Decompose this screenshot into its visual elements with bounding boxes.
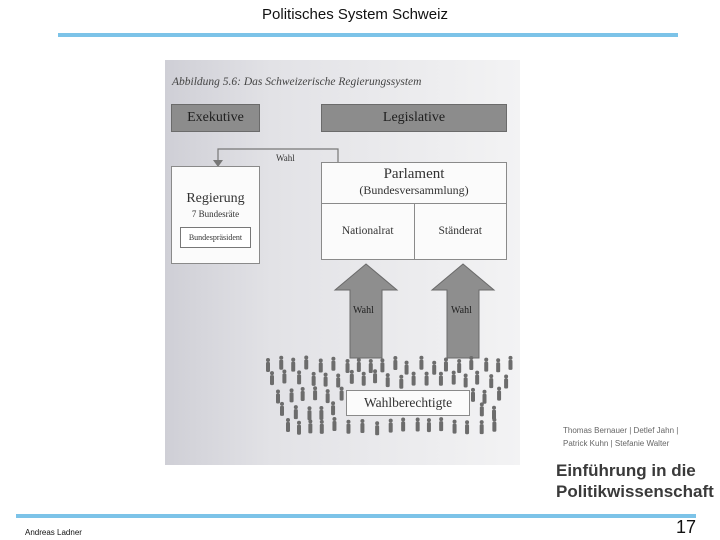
wahl-top-label: Wahl: [276, 153, 295, 163]
voter-figure: [393, 356, 397, 370]
voter-figure: [439, 372, 443, 386]
voter-figure: [320, 420, 324, 434]
regierung-box: Regierung 7 Bundesräte Bundespräsident: [171, 166, 260, 264]
voter-figure: [375, 421, 379, 435]
voter-figure: [405, 361, 409, 375]
voter-figure: [439, 417, 443, 431]
voter-figure: [331, 357, 335, 371]
voter-figure: [346, 359, 350, 373]
voter-figure: [452, 371, 456, 385]
voter-figure: [369, 359, 373, 373]
bundespraesident-box: Bundespräsident: [180, 227, 251, 248]
voter-figure: [307, 406, 311, 420]
book-title: Einführung in die Politikwissenschaft: [556, 460, 714, 502]
voter-figure: [304, 355, 308, 369]
voter-figure: [319, 359, 323, 373]
voter-figure: [313, 386, 317, 400]
voter-figure: [270, 371, 274, 385]
book-authors-line1: Thomas Bernauer | Detlef Jahn |: [563, 424, 678, 437]
slide-title: Politisches System Schweiz: [0, 6, 710, 23]
wahl-left-label: Wahl: [353, 305, 374, 316]
page-number: 17: [676, 517, 696, 538]
voter-figure: [416, 417, 420, 431]
voter-figure: [492, 406, 496, 420]
wahlberechtigte-label: Wahlberechtigte: [346, 390, 470, 416]
voter-figure: [380, 358, 384, 372]
voter-figure: [362, 372, 366, 386]
voter-figure: [282, 369, 286, 383]
voter-figure: [496, 358, 500, 372]
voter-figure: [489, 374, 493, 388]
voter-figure: [280, 402, 284, 416]
voter-figure: [464, 373, 468, 387]
voter-figure: [336, 374, 340, 388]
parlament-box: Parlament (Bundesversammlung) Nationalra…: [321, 162, 507, 260]
voter-figure: [471, 388, 475, 402]
voter-figure: [412, 372, 416, 386]
voter-figure: [457, 359, 461, 373]
voter-figure: [465, 420, 469, 434]
voter-figure: [291, 358, 295, 372]
top-divider: [58, 33, 678, 37]
voter-figure: [324, 373, 328, 387]
voter-figure: [475, 371, 479, 385]
book-authors: Thomas Bernauer | Detlef Jahn | Patrick …: [563, 424, 678, 450]
voter-figure: [294, 405, 298, 419]
voter-figure: [469, 356, 473, 370]
voter-figure: [360, 419, 364, 433]
wahl-right-label: Wahl: [451, 305, 472, 316]
footer-author: Andreas Ladner: [25, 528, 82, 537]
regierung-title: Regierung: [172, 191, 259, 207]
exekutive-box: Exekutive: [171, 104, 260, 132]
voter-figure: [346, 420, 350, 434]
voter-figure: [480, 402, 484, 416]
staenderat-cell: Ständerat: [415, 204, 507, 259]
voter-figure: [290, 388, 294, 402]
figure-caption: Abbildung 5.6: Das Schweizerische Regier…: [172, 76, 421, 88]
voter-figure: [301, 387, 305, 401]
voter-figure: [492, 418, 496, 432]
voter-figure: [453, 420, 457, 434]
voter-figure: [308, 419, 312, 433]
book-authors-line2: Patrick Kuhn | Stefanie Walter: [563, 437, 678, 450]
voter-figure: [508, 356, 512, 370]
voter-figure: [331, 401, 335, 415]
voter-figure: [279, 356, 283, 370]
voter-figure: [432, 361, 436, 375]
voter-figure: [319, 406, 323, 420]
voter-figure: [326, 389, 330, 403]
voter-figure: [266, 358, 270, 372]
voter-figure: [401, 417, 405, 431]
voter-figure: [444, 358, 448, 372]
voter-figure: [427, 418, 431, 432]
voter-figure: [373, 369, 377, 383]
voter-figure: [504, 375, 508, 389]
voter-figure: [297, 370, 301, 384]
voter-figure: [332, 417, 336, 431]
voter-figure: [286, 418, 290, 432]
voter-figure: [425, 372, 429, 386]
voter-figure: [297, 421, 301, 435]
legislative-box: Legislative: [321, 104, 507, 132]
voter-figure: [357, 358, 361, 372]
parlament-title: Parlament: [322, 163, 506, 183]
voter-figure: [389, 419, 393, 433]
voter-figure: [340, 387, 344, 401]
regierung-subtitle: 7 Bundesräte: [172, 209, 259, 219]
book-title-line1: Einführung in die: [556, 460, 714, 481]
voter-figure: [276, 389, 280, 403]
parlament-subtitle: (Bundesversammlung): [322, 183, 506, 198]
voter-figure: [482, 390, 486, 404]
voter-figure: [399, 375, 403, 389]
voter-figure: [484, 358, 488, 372]
voter-figure: [386, 373, 390, 387]
nationalrat-cell: Nationalrat: [322, 204, 415, 259]
bottom-divider: [16, 514, 696, 518]
voter-figure: [497, 387, 501, 401]
voter-figure: [419, 356, 423, 370]
voter-figure: [350, 370, 354, 384]
voter-figure: [480, 420, 484, 434]
voter-figure: [312, 372, 316, 386]
book-title-line2: Politikwissenschaft: [556, 481, 714, 502]
